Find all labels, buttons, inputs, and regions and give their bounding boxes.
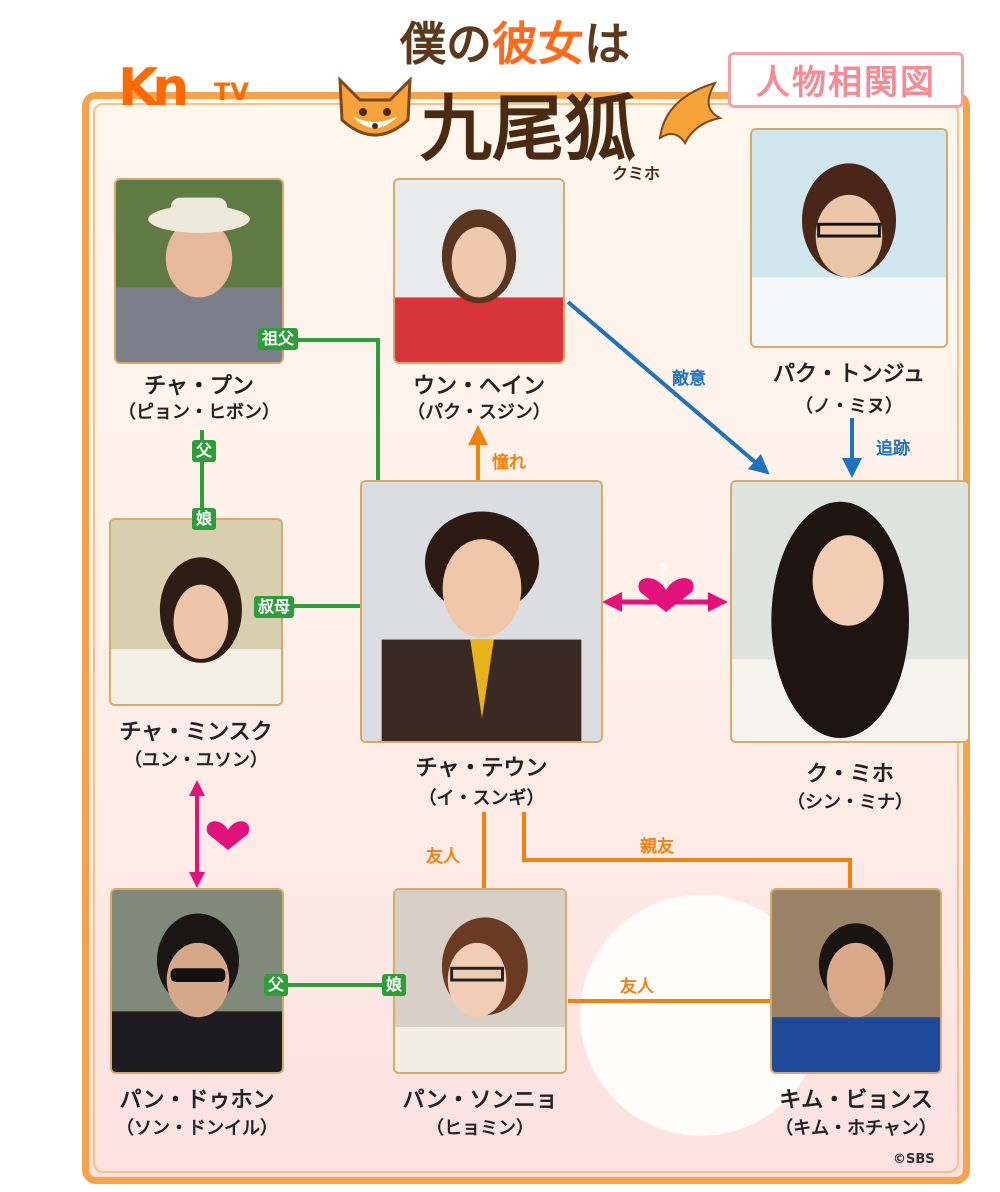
actor-kim-byungsoo: （キム・ホチャン） bbox=[775, 1118, 937, 1139]
name-eun-hyein: ウン・ヘイン bbox=[412, 374, 545, 399]
actor-cha-pun: （ピョン・ヒボン） bbox=[118, 402, 280, 423]
question-mark: ? bbox=[658, 560, 668, 579]
actor-ban-sunnyeo: （ヒョミン） bbox=[426, 1118, 534, 1139]
kntv-logo: Kn TV bbox=[118, 58, 288, 118]
label-friend-2: 友人 bbox=[620, 977, 654, 997]
name-cha-pun: チャ・プン bbox=[144, 374, 254, 399]
label-hostility: 敵意 bbox=[672, 369, 706, 389]
photo-ban-sunnyeo bbox=[393, 888, 567, 1074]
tag-father-2: 父 bbox=[264, 974, 289, 996]
title-line-1: 僕の彼女は bbox=[400, 8, 630, 74]
banner-text: 人物相関図 bbox=[756, 63, 936, 103]
title-line-2: 九尾狐 bbox=[420, 86, 637, 171]
title-part-b: 彼女 bbox=[492, 17, 584, 71]
photo-park-dongjoo bbox=[750, 128, 948, 348]
actor-gu-miho: （シン・ミナ） bbox=[787, 792, 913, 813]
title-banner: 人物相関図 bbox=[728, 52, 964, 108]
photo-eun-hyein bbox=[393, 178, 565, 364]
tag-daughter-1: 娘 bbox=[192, 508, 217, 530]
tag-grandfather: 祖父 bbox=[258, 328, 299, 350]
actor-ban-doohong: （ソン・ドンイル） bbox=[116, 1118, 278, 1139]
name-cha-daewoong: チャ・テウン bbox=[415, 756, 548, 781]
fox-mascot-icon bbox=[338, 76, 412, 137]
photo-ban-doohong bbox=[110, 888, 284, 1074]
photo-cha-pun bbox=[114, 178, 284, 364]
logo-tv: TV bbox=[214, 78, 249, 106]
label-admire: 憧れ bbox=[492, 453, 526, 473]
copyright: ©SBS bbox=[893, 1152, 935, 1167]
actor-cha-daewoong: （イ・スンギ） bbox=[418, 788, 545, 809]
photo-cha-daewoong bbox=[360, 480, 603, 743]
label-friend-1: 友人 bbox=[426, 847, 460, 867]
logo-mark: Kn bbox=[118, 58, 189, 118]
name-ban-sunnyeo: パン・ソンニョ bbox=[402, 1088, 558, 1113]
label-best-friend: 親友 bbox=[640, 837, 674, 857]
name-gu-miho: ク・ミホ bbox=[806, 762, 894, 787]
tag-father-1: 父 bbox=[192, 440, 217, 462]
actor-cha-minsuk: （ユン・ユソン） bbox=[124, 750, 268, 771]
actor-eun-hyein: （パク・スジン） bbox=[407, 402, 551, 423]
label-pursuit: 追跡 bbox=[876, 439, 910, 459]
tag-daughter-2: 娘 bbox=[382, 974, 407, 996]
name-ban-doohong: パン・ドゥホン bbox=[119, 1088, 275, 1113]
name-park-dongjoo: パク・トンジュ bbox=[772, 362, 926, 387]
actor-park-dongjoo: （ノ・ミヌ） bbox=[795, 396, 903, 417]
title-part-a: 僕の bbox=[400, 17, 492, 71]
photo-gu-miho bbox=[730, 480, 970, 743]
name-cha-minsuk: チャ・ミンスク bbox=[119, 720, 273, 745]
fox-tail-icon bbox=[658, 81, 724, 145]
title-furigana: クミホ bbox=[612, 164, 661, 183]
photo-kim-byungsoo bbox=[770, 888, 942, 1074]
tag-aunt: 叔母 bbox=[254, 596, 295, 618]
title-part-c: は bbox=[584, 17, 630, 71]
name-kim-byungsoo: キム・ビョンス bbox=[779, 1088, 933, 1113]
